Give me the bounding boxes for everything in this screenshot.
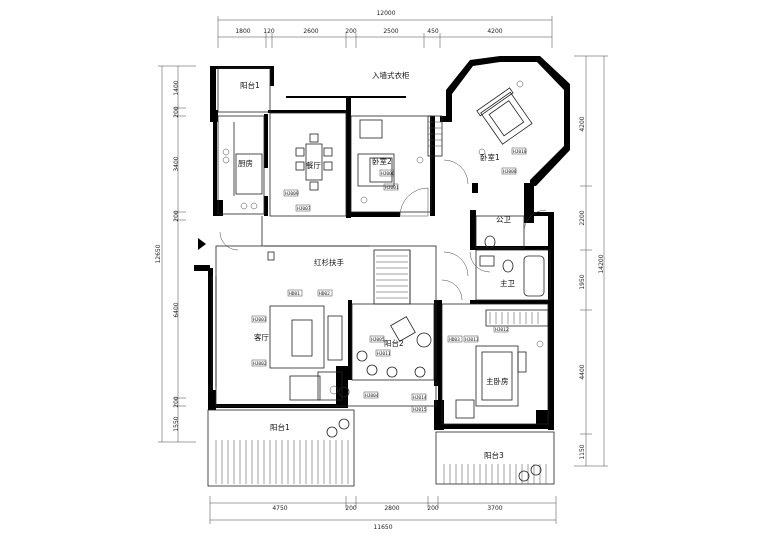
- tag-hj015: HJ015: [413, 407, 427, 413]
- room-label-walkin-closet: 入墙式衣柜: [372, 70, 410, 80]
- top-dim-5: 2500: [383, 28, 398, 35]
- right-dim-3: 1950: [579, 274, 586, 289]
- furniture: [198, 80, 545, 482]
- room-label-dining: 餐厅: [306, 161, 321, 170]
- left-dim-1: 1400: [173, 80, 180, 95]
- equipment-tags: HJ009 HJ007 HJ006 HJ001 HJ010 HJ008 HD01…: [251, 147, 527, 413]
- right-dim-4: 4400: [579, 364, 586, 379]
- left-dimensions: 1400 200 3400 200 6400 200 1550 12650: [155, 65, 196, 443]
- tag-hj004: HJ004: [365, 393, 379, 399]
- top-total-dim: 12000: [376, 10, 395, 17]
- left-dim-2: 200: [173, 106, 180, 118]
- room-label-kitchen: 厨房: [238, 158, 253, 168]
- room-label-master-bed: 主卧房: [486, 376, 509, 386]
- left-total-dim: 12650: [155, 244, 162, 263]
- bottom-dim-1: 4750: [272, 505, 287, 512]
- room-label-balcony3: 阳台3: [484, 450, 504, 460]
- tag-hj012: HJ012: [495, 327, 509, 333]
- bottom-total-dim: 11650: [373, 524, 392, 531]
- room-labels: 阳台1 厨房 餐厅 卧室2 卧室1 入墙式衣柜 公卫 主卫 红杉扶手 客厅 阳台…: [238, 70, 515, 460]
- top-dim-3: 2600: [303, 28, 318, 35]
- left-dim-3: 3400: [173, 156, 180, 171]
- room-label-balcony1-bottom: 阳台1: [270, 422, 290, 432]
- tag-hj010: HJ010: [513, 149, 527, 155]
- tag-hj002: HJ002: [253, 361, 267, 367]
- room-label-bedroom2: 卧室2: [372, 156, 392, 166]
- bottom-dim-3: 2800: [384, 505, 399, 512]
- tag-hj013: HJ013: [465, 337, 479, 343]
- tag-hd03: HD03: [449, 337, 460, 343]
- top-dim-1: 1800: [235, 28, 250, 35]
- bottom-dim-4: 200: [427, 505, 439, 512]
- tag-hd02: HD02: [319, 291, 330, 297]
- bottom-dimensions: 4750 200 2800 200 3700 11650: [209, 496, 557, 531]
- left-dim-7: 1550: [173, 416, 180, 431]
- room-label-bedroom1: 卧室1: [480, 152, 500, 162]
- tag-hd01: HD01: [289, 291, 300, 297]
- room-label-stairs: 红杉扶手: [314, 257, 344, 267]
- balcony-hatch: [207, 409, 555, 487]
- room-label-master-bath: 主卫: [500, 278, 515, 288]
- tag-hj014: HJ014: [413, 395, 427, 401]
- top-dim-6: 450: [427, 28, 439, 35]
- left-dim-4: 200: [173, 210, 180, 222]
- top-dim-7: 4200: [487, 28, 502, 35]
- tag-hj005: HJ005: [371, 337, 385, 343]
- tag-hj008: HJ008: [503, 169, 517, 175]
- top-dim-2: 120: [263, 28, 275, 35]
- tag-hj007: HJ007: [297, 206, 311, 212]
- top-dim-4: 200: [345, 28, 357, 35]
- bottom-dim-2: 200: [345, 505, 357, 512]
- right-dim-1: 4200: [579, 116, 586, 131]
- room-label-living: 客厅: [254, 332, 269, 342]
- right-total-dim: 14200: [598, 254, 605, 273]
- top-dimensions: 12000 1800 120 2600 200 2500 450 4200: [217, 10, 553, 48]
- room-label-balcony1-top: 阳台1: [240, 80, 260, 90]
- right-dim-2: 2200: [579, 210, 586, 225]
- tag-hj003: HJ003: [253, 317, 267, 323]
- interior-lines: [211, 67, 551, 425]
- left-dim-5: 6400: [173, 302, 180, 317]
- right-dim-5: 1150: [579, 444, 586, 459]
- tag-hj001: HJ001: [385, 185, 399, 191]
- right-dimensions: 4200 2200 1950 4400 1150 14200: [574, 55, 608, 467]
- tag-hj011: HJ011: [377, 351, 391, 357]
- doors: [219, 159, 547, 301]
- tag-hj006: HJ006: [381, 171, 395, 177]
- room-label-balcony2: 阳台2: [384, 338, 404, 348]
- left-dim-6: 200: [173, 396, 180, 408]
- room-label-public-bath: 公卫: [496, 215, 511, 224]
- tag-hj009: HJ009: [285, 191, 299, 197]
- bottom-dim-5: 3700: [487, 505, 502, 512]
